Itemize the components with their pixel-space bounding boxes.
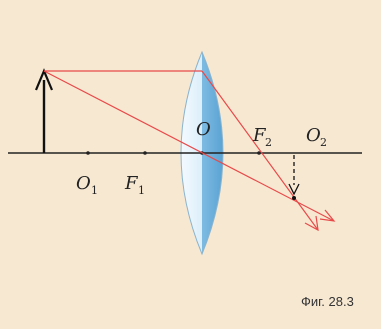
label-o1: O (76, 173, 91, 194)
label-f2-sub: 2 (265, 136, 272, 149)
ray-refracted-arrowhead (304, 215, 319, 232)
label-f1-sub: 1 (138, 184, 145, 197)
figure-caption: Фиг. 28.3 (301, 294, 354, 309)
ray-refracted (201, 70, 319, 231)
label-o2: O (306, 125, 321, 146)
label-f1: F (124, 173, 139, 194)
image-point (292, 196, 296, 200)
label-o1-sub: 1 (91, 184, 98, 197)
ray-center-arrowhead (319, 209, 336, 222)
label-o2-sub: 2 (320, 136, 327, 149)
image-arrowhead (288, 183, 300, 196)
label-o-center: O (196, 119, 211, 140)
f2-point (257, 151, 261, 155)
ray-through-center (43, 70, 335, 222)
label-f2: F (252, 125, 267, 146)
f1-point (143, 151, 147, 155)
o1-point (86, 151, 90, 155)
